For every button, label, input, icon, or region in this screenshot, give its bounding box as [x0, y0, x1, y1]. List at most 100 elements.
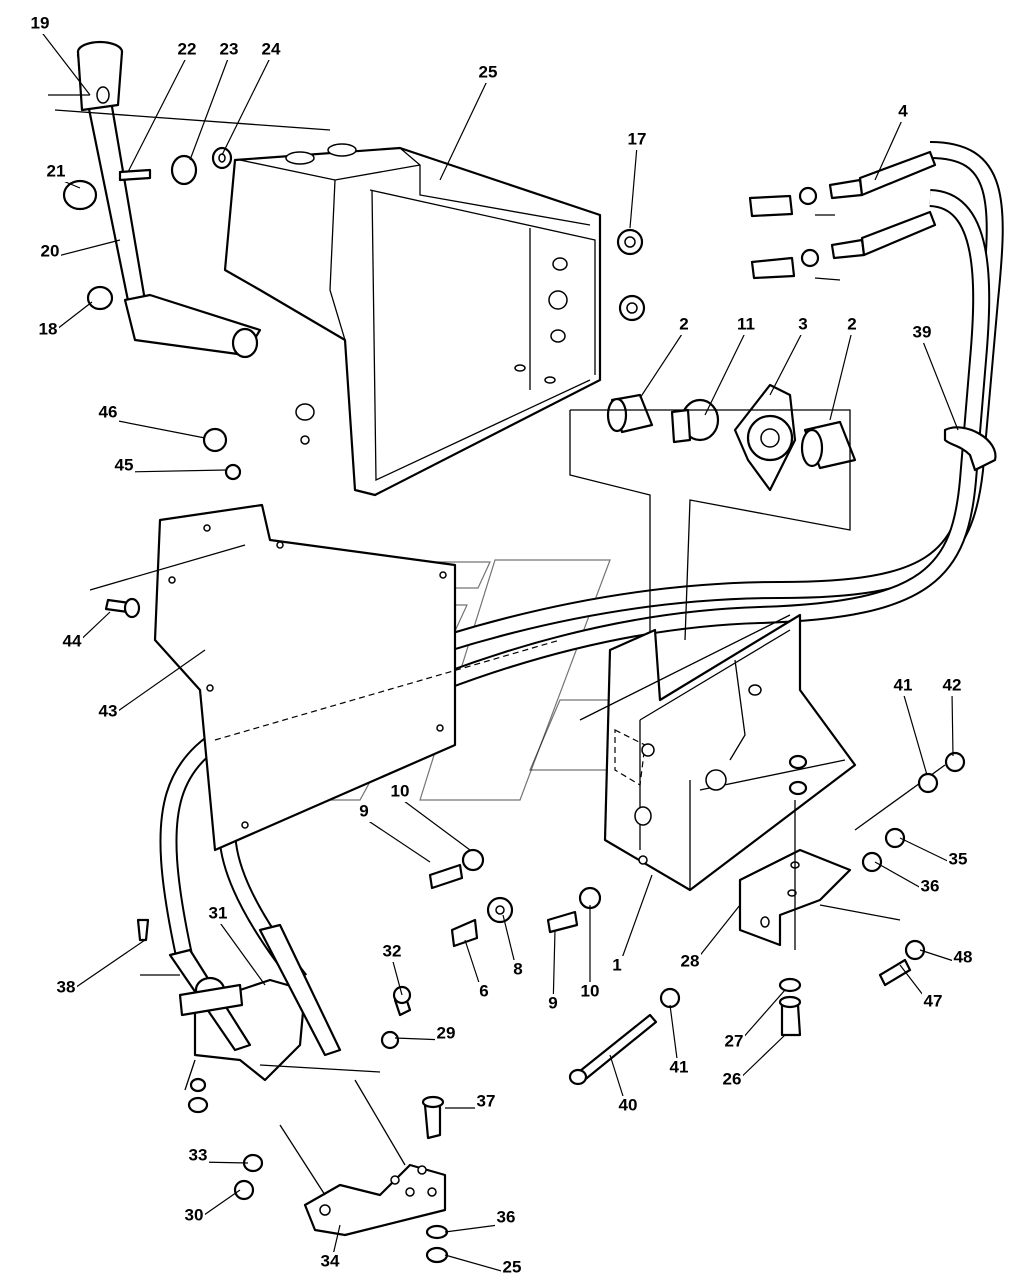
callout-c20: 20 [41, 241, 60, 260]
callout-c35: 35 [949, 849, 968, 868]
fasteners [428, 751, 966, 1086]
callout-bg-c26 [721, 1070, 743, 1090]
leader-line-c20 [49, 239, 121, 259]
callout-bg-c37 [475, 1092, 497, 1112]
leader-line-c31 [217, 919, 266, 986]
callout-c40: 40 [619, 1095, 638, 1114]
callout-c28: 28 [681, 951, 700, 970]
callout-bg-c35 [947, 850, 969, 870]
callout-bg-c39 [911, 323, 933, 343]
leader-line-c11 [704, 330, 747, 416]
callout-c17: 17 [628, 129, 647, 148]
callout-c48: 48 [954, 947, 973, 966]
callout-c10b: 10 [581, 981, 600, 1000]
callout-bg-c17 [626, 130, 648, 150]
side-panel [89, 503, 561, 852]
callout-c46: 46 [99, 402, 118, 421]
leader-line-c25a [439, 78, 489, 181]
leader-line-c10a [399, 797, 471, 851]
callout-bg-c27 [723, 1032, 745, 1052]
callout-bg-c29 [435, 1024, 457, 1044]
callout-bg-c10b [579, 982, 601, 1002]
callout-bg-c46 [97, 403, 119, 423]
leader-line-c3 [769, 330, 804, 396]
leader-line-c42 [951, 691, 954, 757]
leader-line-c9a [363, 817, 431, 863]
callout-c29: 29 [437, 1023, 456, 1042]
callout-bg-c2b [841, 315, 863, 335]
callout-bg-c38 [55, 978, 77, 998]
callout-bg-c19 [29, 14, 51, 34]
callout-c9a: 9 [359, 801, 368, 820]
callout-c21: 21 [47, 161, 66, 180]
callout-c30: 30 [185, 1205, 204, 1224]
bushings-and-flange [569, 383, 857, 641]
lever-hardware [118, 146, 233, 186]
callout-c41a: 41 [894, 675, 913, 694]
leader-line-c2a [639, 330, 685, 399]
leader-line-c39 [921, 338, 959, 431]
callout-bg-c34 [319, 1252, 341, 1272]
leader-line-c25b [444, 1254, 513, 1275]
leader-line-c45 [123, 469, 227, 473]
callout-bg-c10a [389, 782, 411, 802]
cable-ends [748, 150, 937, 281]
callout-c34: 34 [321, 1251, 340, 1270]
cable-bracket [136, 918, 412, 1114]
callout-bg-c47 [922, 992, 944, 1012]
callout-c18: 18 [39, 319, 58, 338]
callout-bg-c1 [606, 956, 628, 976]
callout-bg-c9b [542, 994, 564, 1014]
callout-c11: 11 [737, 314, 755, 333]
callout-bg-c44 [61, 632, 83, 652]
leader-line-c4 [874, 117, 904, 181]
callout-bg-c20 [39, 242, 61, 262]
callout-c23: 23 [220, 39, 239, 58]
callout-c25a: 25 [479, 62, 498, 81]
callout-c42: 42 [943, 675, 962, 694]
callout-c1: 1 [612, 955, 621, 974]
callout-bg-c24 [260, 40, 282, 60]
callout-bg-c43 [97, 702, 119, 722]
callout-bg-c4 [892, 102, 914, 122]
callout-bg-c2a [673, 315, 695, 335]
callout-bg-c28 [679, 952, 701, 972]
callout-bg-c42 [941, 676, 963, 696]
cable-clip [943, 426, 997, 472]
callout-bg-c25b [501, 1258, 523, 1278]
callout-c31: 31 [209, 903, 228, 922]
callout-c33: 33 [189, 1145, 208, 1164]
leader-line-c1 [616, 874, 653, 973]
callout-c39: 39 [913, 322, 932, 341]
callout-bg-c21 [45, 162, 67, 182]
lower-plate [233, 1079, 449, 1264]
callout-bg-c36a [919, 877, 941, 897]
callout-c22: 22 [178, 39, 197, 58]
callout-bg-c6 [473, 982, 495, 1002]
callout-bg-c45 [113, 456, 135, 476]
callout-bg-c8 [507, 960, 529, 980]
callout-bg-c11 [735, 315, 757, 335]
leader-line-c17 [629, 145, 638, 229]
callout-bg-c31 [207, 904, 229, 924]
callout-c36a: 36 [921, 876, 940, 895]
leader-line-c38 [65, 939, 146, 995]
callout-bg-c30 [183, 1206, 205, 1226]
shift-lever [48, 40, 331, 359]
callout-c6: 6 [479, 981, 488, 1000]
callout-c37: 37 [477, 1091, 496, 1110]
leader-line-c23 [189, 55, 230, 161]
callout-bg-c41b [668, 1058, 690, 1078]
callout-c26: 26 [723, 1069, 742, 1088]
callout-c9b: 9 [548, 993, 557, 1012]
callout-bg-c18 [37, 320, 59, 340]
leader-line-c46 [107, 418, 206, 439]
grommets [202, 228, 646, 481]
callout-bg-c36b [495, 1208, 517, 1228]
callout-c27: 27 [725, 1031, 744, 1050]
callout-c8: 8 [513, 959, 522, 978]
leader-line-c2b [829, 330, 853, 421]
callout-bg-c33 [187, 1146, 209, 1166]
callout-c25b: 25 [503, 1257, 522, 1276]
